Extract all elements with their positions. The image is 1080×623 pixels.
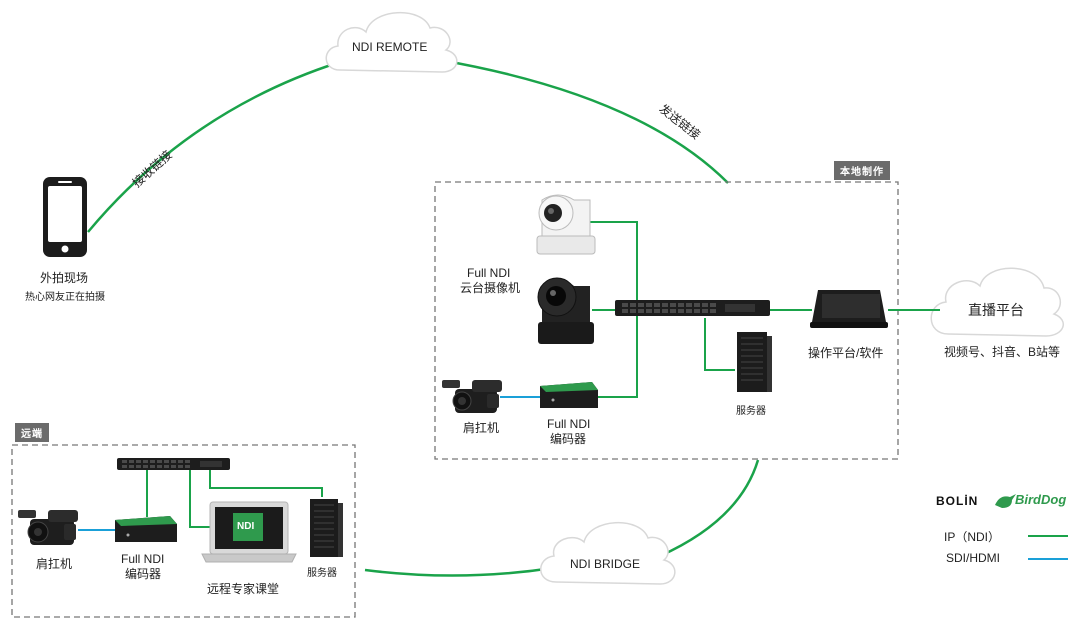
remote-ndi-encoder-icon [115,516,177,542]
remote-site-box [11,444,356,618]
operation-console-monitor-icon [810,290,888,328]
remote-encoder-label-line2: 编码器 [125,567,162,581]
cloud-ndi-bridge [540,522,676,585]
cloud-live-platform-label: 直播平台 [968,302,1024,318]
live-platforms-label: 视频号、抖音、B站等 [944,345,1061,359]
birddog-brand-label: BirdDog [1015,492,1067,507]
local-encoder-label-line1: Full NDI [547,417,591,431]
console-label: 操作平台/软件 [808,346,884,360]
local-encoder-label-line2: 编码器 [550,432,587,446]
phone-subtitle: 热心网友正在拍摄 [25,292,105,303]
cloud-live-platform [930,267,1064,337]
smartphone-icon [43,177,87,257]
bolin-brand-label: BOLİN [936,494,979,508]
ptz-label-line1: Full NDI [467,266,511,280]
local-camcorder-icon [442,380,502,413]
remote-receive-link [87,60,341,233]
legend-ip-label: IP（NDI） [944,530,1001,544]
local-server-icon [737,332,772,392]
laptop-icon [201,501,297,563]
laptop-label: 远程专家课堂 [207,582,280,596]
bridge-link-remote [364,566,554,577]
remote-camcorder-label: 肩扛机 [36,557,73,571]
remote-send-link [439,58,729,184]
phone-title: 外拍现场 [40,271,89,285]
black-ptz-camera-icon [537,277,594,344]
local-camcorder-label: 肩扛机 [463,421,500,435]
remote-server-label: 服务器 [307,568,337,579]
remote-site-tag: 远端 [15,423,49,442]
local-server-label: 服务器 [736,406,766,417]
bridge-link-local [659,459,760,558]
local-network-switch-icon [615,300,770,316]
local-ndi-encoder-icon [540,382,598,408]
remote-network-switch-icon [117,458,230,470]
birddog-logo-icon [995,494,1016,508]
laptop-screen-label: NDI [237,521,255,532]
local-production-tag: 本地制作 [834,161,890,180]
remote-encoder-label-line1: Full NDI [121,552,165,566]
local-production-box [434,181,899,460]
remote-ip-lines [146,468,323,528]
local-ip-lines [580,221,940,398]
remote-camcorder-icon [18,510,78,545]
legend-sdi-label: SDI/HDMI [946,551,1000,565]
ptz-label-line2: 云台摄像机 [460,281,521,295]
cloud-ndi-remote [325,12,458,73]
remote-server-icon [310,499,343,557]
white-ptz-camera-icon [536,194,596,255]
cloud-ndi-remote-label: NDI REMOTE [352,40,428,54]
cloud-ndi-bridge-label: NDI BRIDGE [570,557,641,571]
